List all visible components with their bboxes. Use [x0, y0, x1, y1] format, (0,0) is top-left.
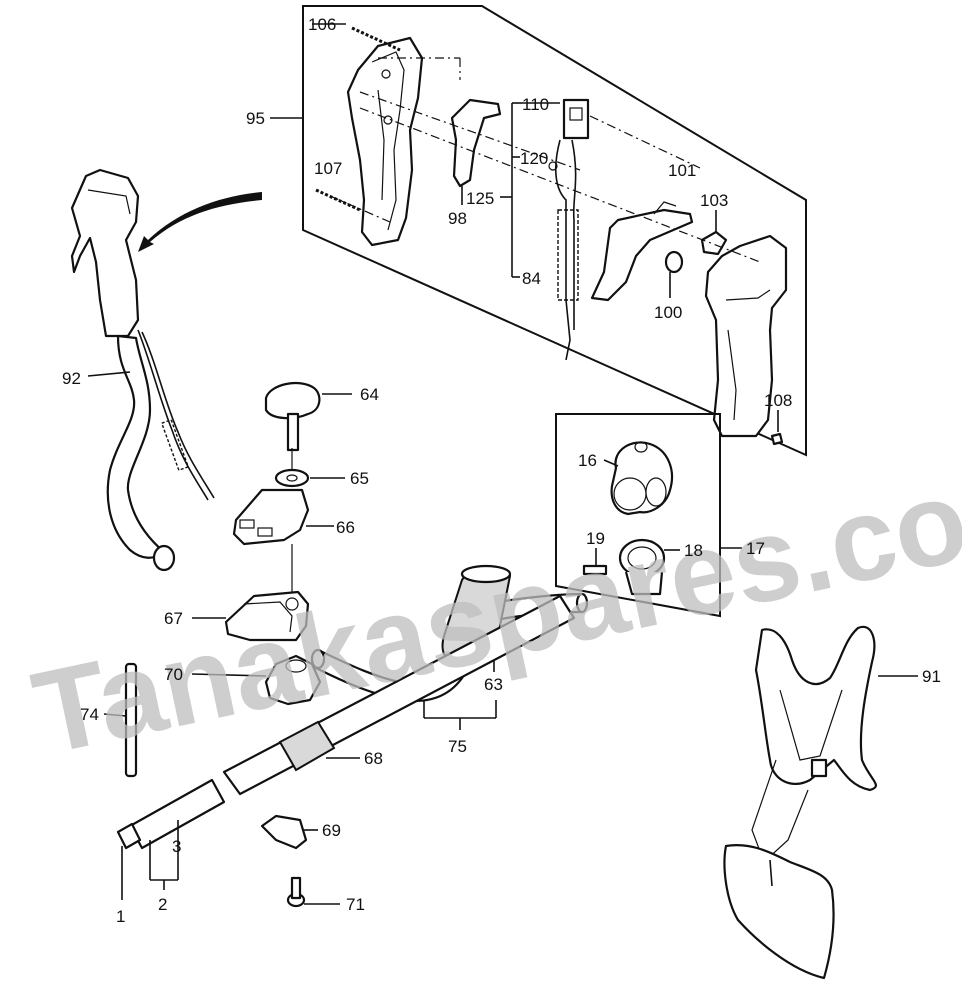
label-92: 92: [62, 369, 81, 388]
label-2: 2: [158, 895, 167, 914]
label-100: 100: [654, 303, 682, 322]
clamp-upper-66: [232, 488, 334, 546]
label-95: 95: [246, 109, 265, 128]
label-70: 70: [164, 665, 183, 684]
label-67: 67: [164, 609, 183, 628]
label-91: 91: [922, 667, 941, 686]
label-108: 108: [764, 391, 792, 410]
throttle-lever-98: [450, 98, 502, 205]
throttle-handle-assembly-box: [270, 5, 807, 457]
stop-switch-110: [522, 98, 590, 140]
clamp-69: [260, 814, 318, 850]
wire-harness-84: [548, 139, 579, 361]
label-68: 68: [364, 749, 383, 768]
throttle-handle-92: [70, 168, 176, 572]
washer-100: [664, 250, 684, 298]
handle-half-right: [704, 234, 788, 438]
label-18: 18: [684, 541, 703, 560]
bolt-71: [286, 876, 340, 908]
screw-19: [582, 548, 608, 576]
label-bracket-125: [500, 102, 522, 278]
cable-tie-74: [103, 662, 138, 778]
label-66: 66: [336, 518, 355, 537]
clamp-lower-67: [192, 590, 310, 642]
drive-shaft-68: [116, 594, 576, 850]
label-71: 71: [346, 895, 365, 914]
label-65: 65: [350, 469, 369, 488]
label-1: 1: [116, 907, 125, 926]
label-16: 16: [578, 451, 597, 470]
trigger-101: [590, 201, 694, 302]
callout-labels: 106 95 107 98 110 120 125 84 101 103 100…: [62, 15, 941, 926]
label-103: 103: [700, 191, 728, 210]
shoulder-harness-91: [723, 625, 918, 980]
hanger-clamp-18: [618, 538, 680, 596]
clamp-base-70: [191, 654, 322, 706]
assembly-arrow: [138, 192, 262, 252]
assembly-guide-lines: [329, 57, 761, 263]
screw-107: [315, 188, 361, 212]
throttle-cable: [137, 329, 215, 501]
label-64: 64: [360, 385, 379, 404]
label-125: 125: [466, 189, 494, 208]
label-bracket-2-3: [121, 820, 179, 900]
label-74: 74: [80, 705, 99, 724]
label-98: 98: [448, 209, 467, 228]
hanger-ring-16: [603, 441, 674, 516]
label-101: 101: [668, 161, 696, 180]
label-19: 19: [586, 529, 605, 548]
label-3: 3: [172, 837, 181, 856]
knob-64: [264, 381, 352, 452]
label-63: 63: [484, 675, 503, 694]
label-17: 17: [746, 539, 765, 558]
label-110: 110: [522, 95, 549, 114]
label-69: 69: [322, 821, 341, 840]
handle-half-left: [346, 36, 424, 247]
nut-108: [770, 410, 784, 446]
screw-106: [312, 23, 401, 52]
label-84: 84: [522, 269, 541, 288]
hanger-kit-box-17: [555, 413, 742, 618]
washer-65: [274, 468, 345, 488]
label-75: 75: [448, 737, 467, 756]
label-106: 106: [308, 15, 336, 34]
label-120: 120: [520, 149, 548, 168]
label-107: 107: [314, 159, 342, 178]
